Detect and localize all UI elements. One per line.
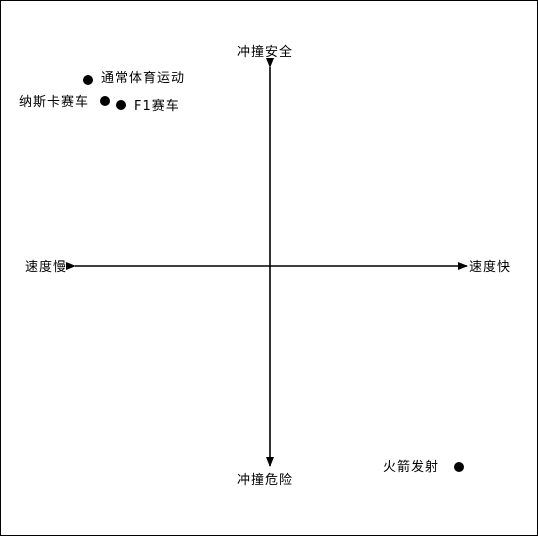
- point-label-rocket: 火箭发射: [383, 460, 440, 475]
- point-rocket: [454, 462, 464, 472]
- axis-label-bottom: 冲撞危险: [237, 473, 294, 488]
- point-label-f1: F1赛车: [134, 99, 180, 114]
- point-sports: [83, 75, 93, 85]
- point-label-nascar: 纳斯卡赛车: [19, 95, 90, 110]
- axis-label-left: 速度慢: [25, 260, 68, 275]
- point-label-sports: 通常体育运动: [101, 71, 186, 86]
- point-nascar: [100, 96, 110, 106]
- axis-label-top: 冲撞安全: [237, 45, 294, 60]
- axis-label-right: 速度快: [469, 260, 512, 275]
- point-f1: [116, 100, 126, 110]
